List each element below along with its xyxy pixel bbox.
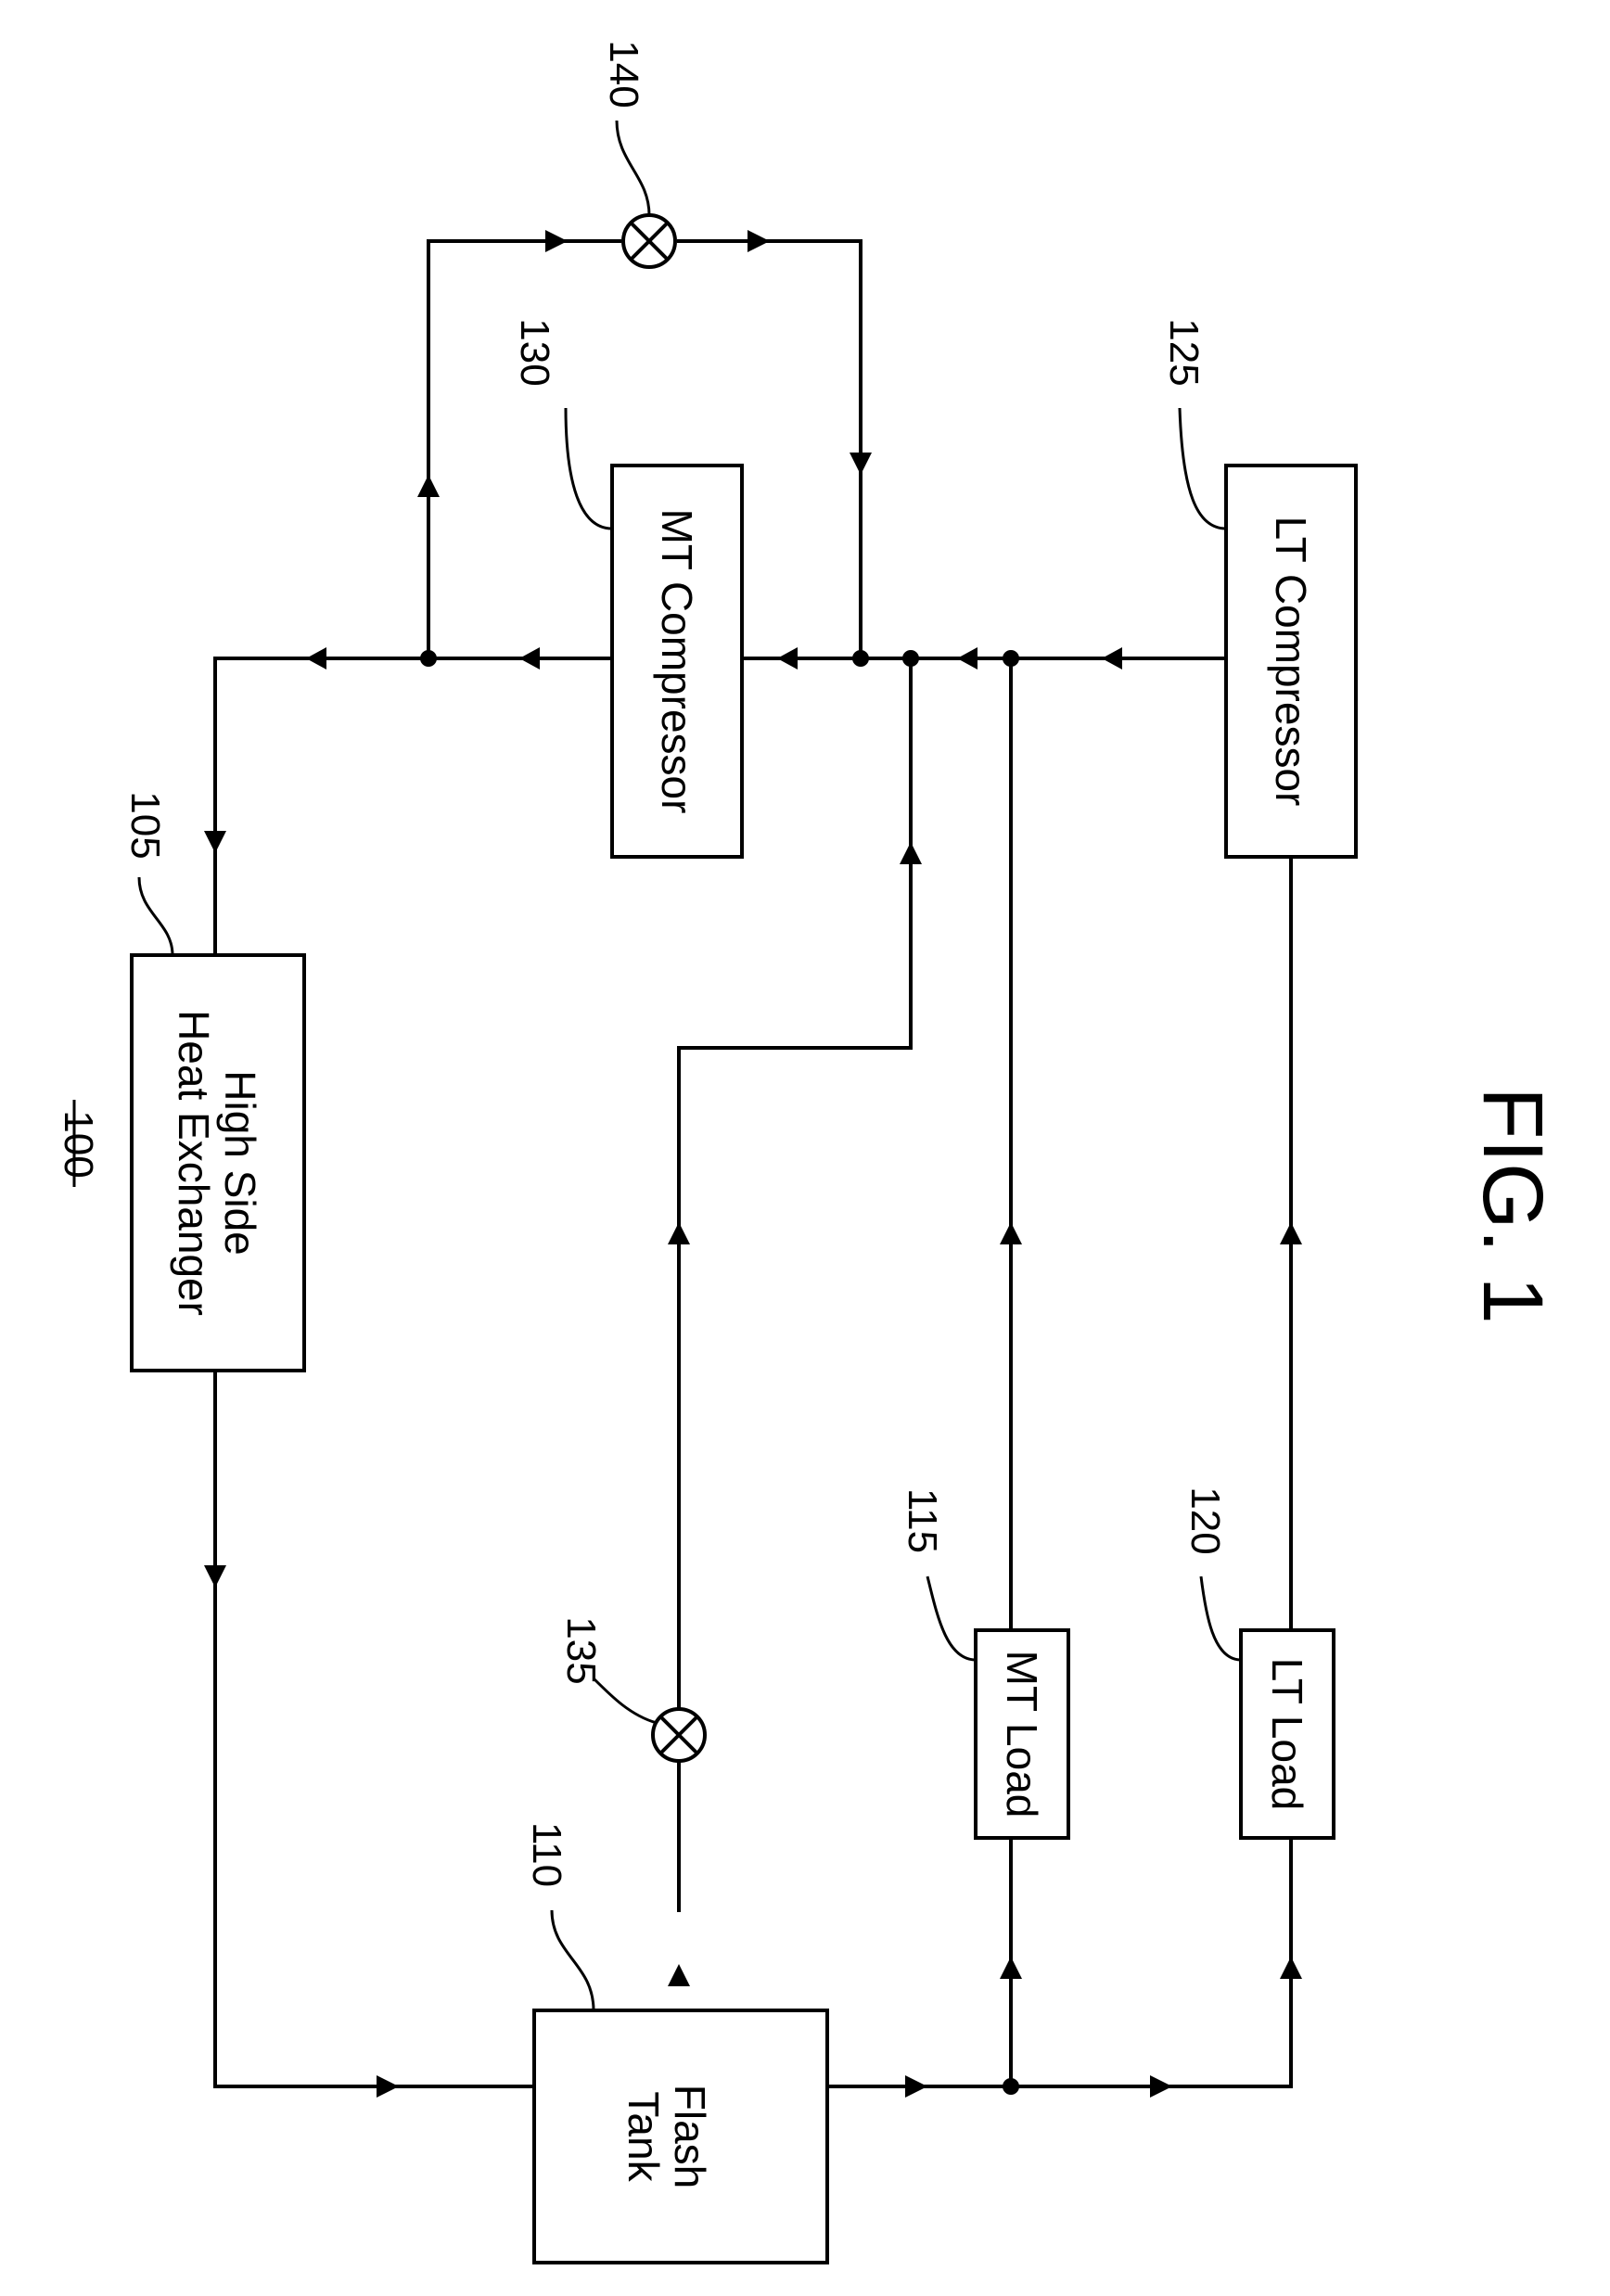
junction-dot (1003, 2078, 1019, 2095)
junctions (420, 650, 1019, 2095)
lt-load: LT Load (1241, 1630, 1334, 1838)
junction-dot (852, 650, 869, 667)
hx-label-line2: Heat Exchanger (170, 1010, 218, 1316)
junction-dot (1003, 650, 1019, 667)
ref-140: 140 (601, 40, 646, 108)
system-ref-100: 100 (56, 1110, 101, 1178)
lt-compressor: LT Compressor (1226, 466, 1356, 857)
flow-arrow-right (905, 2075, 927, 2098)
flash-tank: Flash Tank (534, 2010, 827, 2263)
ref-105: 105 (122, 791, 168, 859)
flow-arrow-left (957, 647, 978, 670)
piping (215, 241, 1291, 2086)
junction-dot (902, 650, 919, 667)
leader-130 (566, 408, 612, 529)
leader-135 (594, 1678, 657, 1723)
mt-compressor: MT Compressor (612, 466, 742, 857)
flow-arrow-right (545, 230, 568, 252)
leader-120 (1201, 1576, 1241, 1660)
flow-arrow-right (377, 2075, 399, 2098)
flow-arrow-left (306, 647, 326, 670)
expansion-valve-icon (653, 1709, 705, 1761)
flow-arrow-left (519, 647, 540, 670)
leader-105 (139, 877, 172, 955)
flow-arrow-up (417, 475, 440, 497)
flow-arrow-down (204, 831, 226, 853)
ref-120: 120 (1182, 1486, 1228, 1554)
flash-tank-label-line1: Flash (666, 2085, 714, 2188)
leader-140 (617, 121, 649, 215)
mt-load-label: MT Load (998, 1651, 1046, 1818)
leader-110 (552, 1910, 594, 2010)
flow-arrow-left (777, 647, 798, 670)
flow-arrow-down (850, 453, 872, 475)
mt-discharge-line (215, 658, 612, 955)
flow-arrow-up (668, 1964, 690, 1986)
flow-arrows (204, 230, 1302, 2098)
ref-130: 130 (512, 318, 557, 386)
flash-tank-liquid-line (827, 1838, 1291, 2086)
ref-125: 125 (1161, 318, 1207, 386)
lt-load-label: LT Load (1263, 1658, 1311, 1811)
mt-load: MT Load (976, 1630, 1068, 1838)
ref-115: 115 (900, 1488, 945, 1553)
leader-125 (1180, 408, 1226, 529)
leader-115 (927, 1576, 976, 1660)
bypass-line-out (428, 241, 621, 658)
flow-arrow-right (1150, 2075, 1172, 2098)
figure-caption: FIG. 1 (1465, 1087, 1560, 1324)
hx-label-line1: High Side (216, 1070, 264, 1255)
ref-110: 110 (524, 1822, 569, 1887)
flow-arrow-up (1280, 1957, 1302, 1979)
flow-arrow-up (1000, 1222, 1022, 1244)
lt-compressor-label: LT Compressor (1267, 517, 1315, 807)
high-side-heat-exchanger: High Side Heat Exchanger (132, 955, 304, 1371)
mt-compressor-label: MT Compressor (653, 509, 701, 814)
flow-arrow-left (1102, 647, 1122, 670)
flow-arrow-right (748, 230, 770, 252)
flow-arrow-up (1000, 1957, 1022, 1979)
junction-dot (420, 650, 437, 667)
flow-arrow-up (1280, 1222, 1302, 1244)
flow-arrow-up (900, 842, 922, 864)
flash-tank-label-line2: Tank (620, 2091, 668, 2182)
flash-gas-valve (653, 1709, 705, 1761)
flow-arrow-down (204, 1565, 226, 1588)
flow-arrow-up (668, 1222, 690, 1244)
ref-135: 135 (558, 1616, 604, 1684)
bypass-valve (623, 215, 675, 267)
expansion-valve-icon (623, 215, 675, 267)
